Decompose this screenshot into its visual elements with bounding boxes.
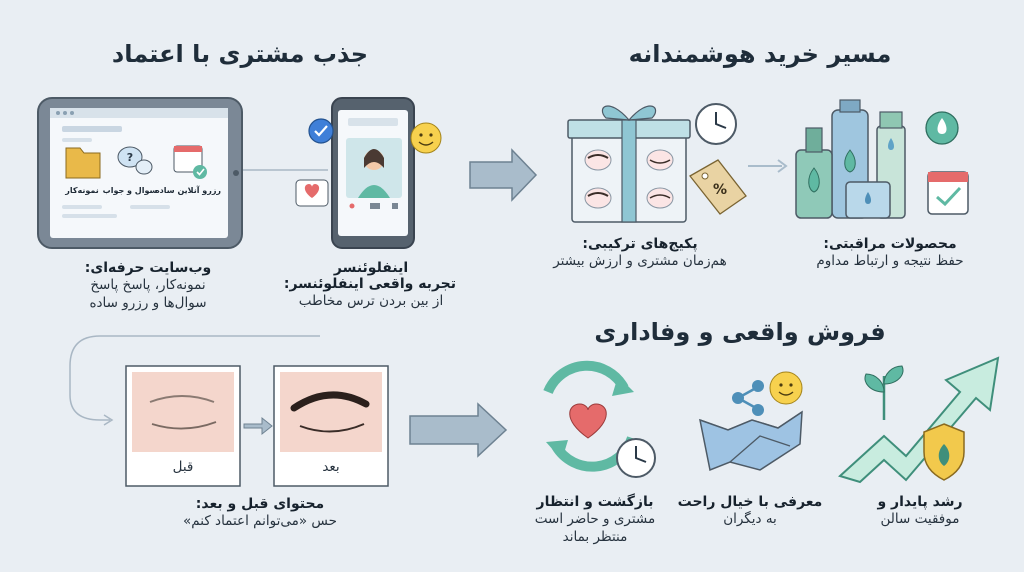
swap-arrow-icon: [243, 416, 273, 436]
calendar-check-icon: [173, 145, 207, 179]
tablet-illustration: ?: [37, 97, 243, 249]
handshake-icon: [699, 410, 803, 472]
gift-box-illustration: [567, 105, 691, 223]
referral-desc: به دیگران: [723, 511, 777, 527]
chat-question-icon: ?: [117, 146, 153, 175]
clock-icon-2: [616, 438, 656, 478]
discount-tag-icon: %: [689, 159, 747, 215]
care-products-illustration: [795, 99, 959, 219]
return-title: بازگشت و انتظار: [536, 494, 654, 510]
website-desc-1: نمونه‌کار، پاسخ پاسخ: [90, 277, 206, 293]
packages-caption: پکیج‌های ترکیبی: هم‌زمان مشتری و ارزش بی…: [540, 236, 740, 270]
website-caption: وب‌سایت حرفه‌ای: نمونه‌کار، پاسخ پاسخ سو…: [48, 260, 248, 312]
tile-label-booking: رزرو آنلاین ساده: [155, 185, 221, 195]
smiley-icon: [410, 122, 442, 154]
before-after-title: محتوای قبل و بعد:: [195, 496, 325, 512]
calendar-check-icon-2: [927, 171, 969, 215]
before-after-desc: حس «می‌توانم اعتماد کنم»: [183, 513, 337, 529]
growth-caption: رشد پایدار و موفقیت سالن: [840, 494, 1000, 528]
section-title-trust: جذب مشتری با اعتماد: [111, 40, 369, 68]
share-icon: [732, 380, 764, 416]
before-photo: [125, 365, 241, 487]
folder-icon: [65, 147, 101, 179]
influencer-label: اینفلوئنسر: [333, 260, 409, 276]
clock-icon: [695, 103, 737, 145]
website-title: وب‌سایت حرفه‌ای:: [84, 260, 212, 276]
return-desc-1: مشتری و حاضر است: [534, 511, 656, 527]
after-label: بعد: [322, 459, 340, 475]
care-desc: حفظ نتیجه و ارتباط مداوم: [816, 253, 964, 269]
influencer-title: تجربه واقعی اینفلوئنسر:: [283, 276, 456, 292]
curved-connector: [69, 335, 320, 421]
packages-desc: هم‌زمان مشتری و ارزش بیشتر: [553, 253, 727, 269]
verified-check-icon: [308, 118, 334, 144]
phone-illustration: [331, 97, 415, 249]
website-desc-2: سوال‌ها و رزرو ساده: [89, 295, 207, 311]
thin-arrow-icon: [748, 159, 788, 173]
section-title-sales: فروش واقعی و وفاداری: [594, 318, 886, 346]
flow-arrow-right-2: [409, 402, 508, 458]
care-title: محصولات مراقبتی:: [823, 236, 957, 252]
return-desc-2: منتظر بماند: [562, 529, 628, 545]
plant-icon: [864, 365, 904, 420]
svg-text:%: %: [713, 182, 727, 198]
section-title-smart-path: مسیر خرید هوشمندانه: [628, 40, 892, 68]
influencer-caption: اینفلوئنسر تجربه واقعی اینفلوئنسر: از بی…: [283, 260, 456, 310]
heart-bubble-icon: [295, 179, 329, 207]
growth-arrow-icon: [838, 356, 1000, 484]
tile-label-portfolio: نمونه‌کار: [64, 186, 99, 195]
flow-arrow-right: [469, 148, 538, 202]
shield-leaf-icon: [923, 423, 965, 481]
care-caption: محصولات مراقبتی: حفظ نتیجه و ارتباط مداو…: [790, 236, 990, 270]
growth-title: رشد پایدار و: [877, 494, 963, 510]
packages-title: پکیج‌های ترکیبی:: [582, 236, 698, 252]
after-photo: [273, 365, 389, 487]
svg-text:?: ?: [127, 151, 133, 164]
smiley-icon-2: [769, 371, 803, 405]
return-caption: بازگشت و انتظار مشتری و حاضر است منتظر ب…: [510, 494, 680, 546]
referral-caption: معرفی با خیال راحت به دیگران: [670, 494, 830, 528]
tile-label-faq: سوال و جواب: [103, 186, 158, 195]
influencer-desc: از بین بردن ترس مخاطب: [298, 293, 444, 309]
before-after-caption: محتوای قبل و بعد: حس «می‌توانم اعتماد کن…: [160, 496, 360, 530]
growth-desc: موفقیت سالن: [880, 511, 960, 527]
referral-title: معرفی با خیال راحت: [677, 494, 823, 510]
before-label: قبل: [172, 459, 194, 475]
